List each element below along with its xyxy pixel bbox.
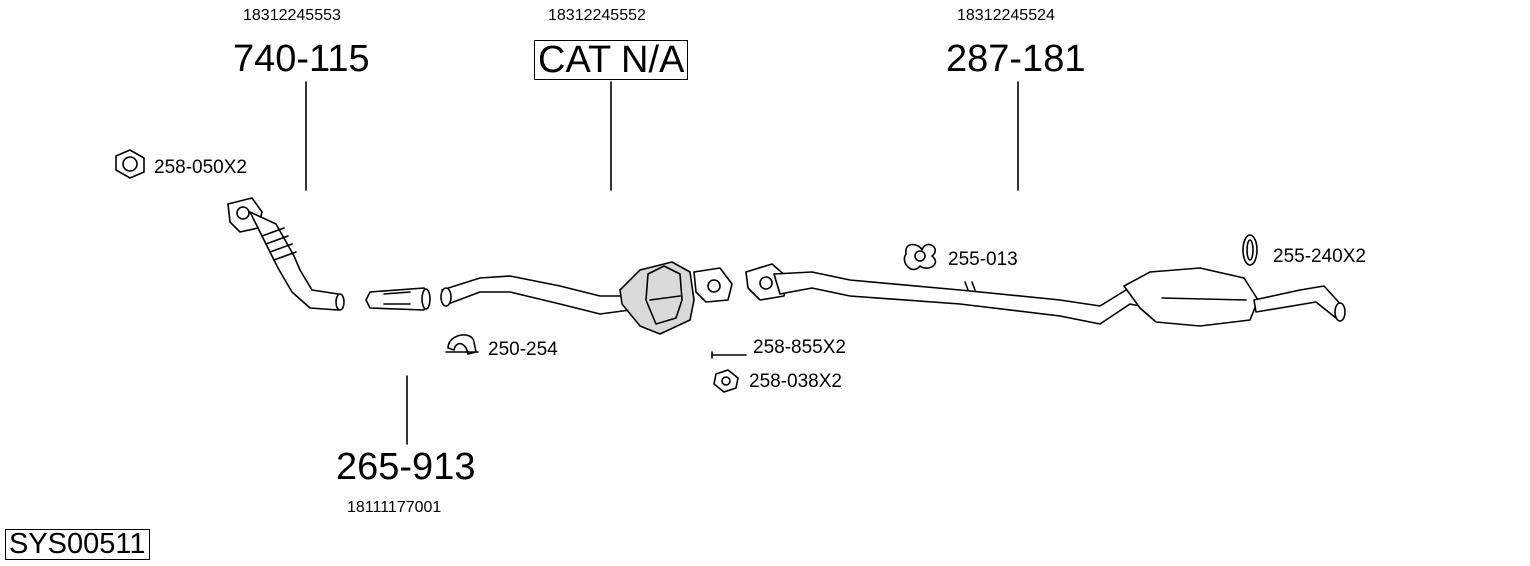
- rear-section-287-181: [745, 263, 1346, 327]
- accessory-ring-rubber[interactable]: 255-240X2: [1273, 246, 1366, 267]
- oe-number-front-pipe: 18312245553: [243, 7, 341, 24]
- catalyst-pipe: [440, 261, 733, 335]
- ring-rubber-255-240: [1242, 234, 1258, 266]
- connector-265-913: [365, 287, 431, 311]
- part-number-connector[interactable]: 265-913: [336, 446, 476, 488]
- nut-258-038: [713, 369, 739, 393]
- accessory-bolt[interactable]: 258-855X2: [753, 337, 846, 358]
- bolt-258-855: [711, 351, 747, 359]
- part-number-front-pipe[interactable]: 740-115: [233, 38, 370, 80]
- part-number-catalyst[interactable]: CAT N/A: [534, 40, 689, 80]
- accessory-mount-rubber[interactable]: 255-013: [948, 249, 1018, 270]
- accessory-nut-front[interactable]: 258-050X2: [154, 157, 247, 178]
- mount-rubber-255-013: [903, 243, 937, 271]
- system-code: SYS00511: [5, 529, 150, 560]
- accessory-nut-mid[interactable]: 258-038X2: [749, 371, 842, 392]
- oe-number-rear-section: 18312245524: [957, 7, 1055, 24]
- accessory-clamp[interactable]: 250-254: [488, 339, 558, 360]
- part-number-rear-section[interactable]: 287-181: [946, 38, 1086, 80]
- oe-number-connector: 18111177001: [347, 499, 442, 516]
- clamp-250-254: [445, 334, 479, 355]
- nut-258-050: [115, 149, 145, 179]
- front-pipe-740-115: [227, 197, 345, 311]
- oe-number-catalyst: 18312245552: [548, 7, 646, 24]
